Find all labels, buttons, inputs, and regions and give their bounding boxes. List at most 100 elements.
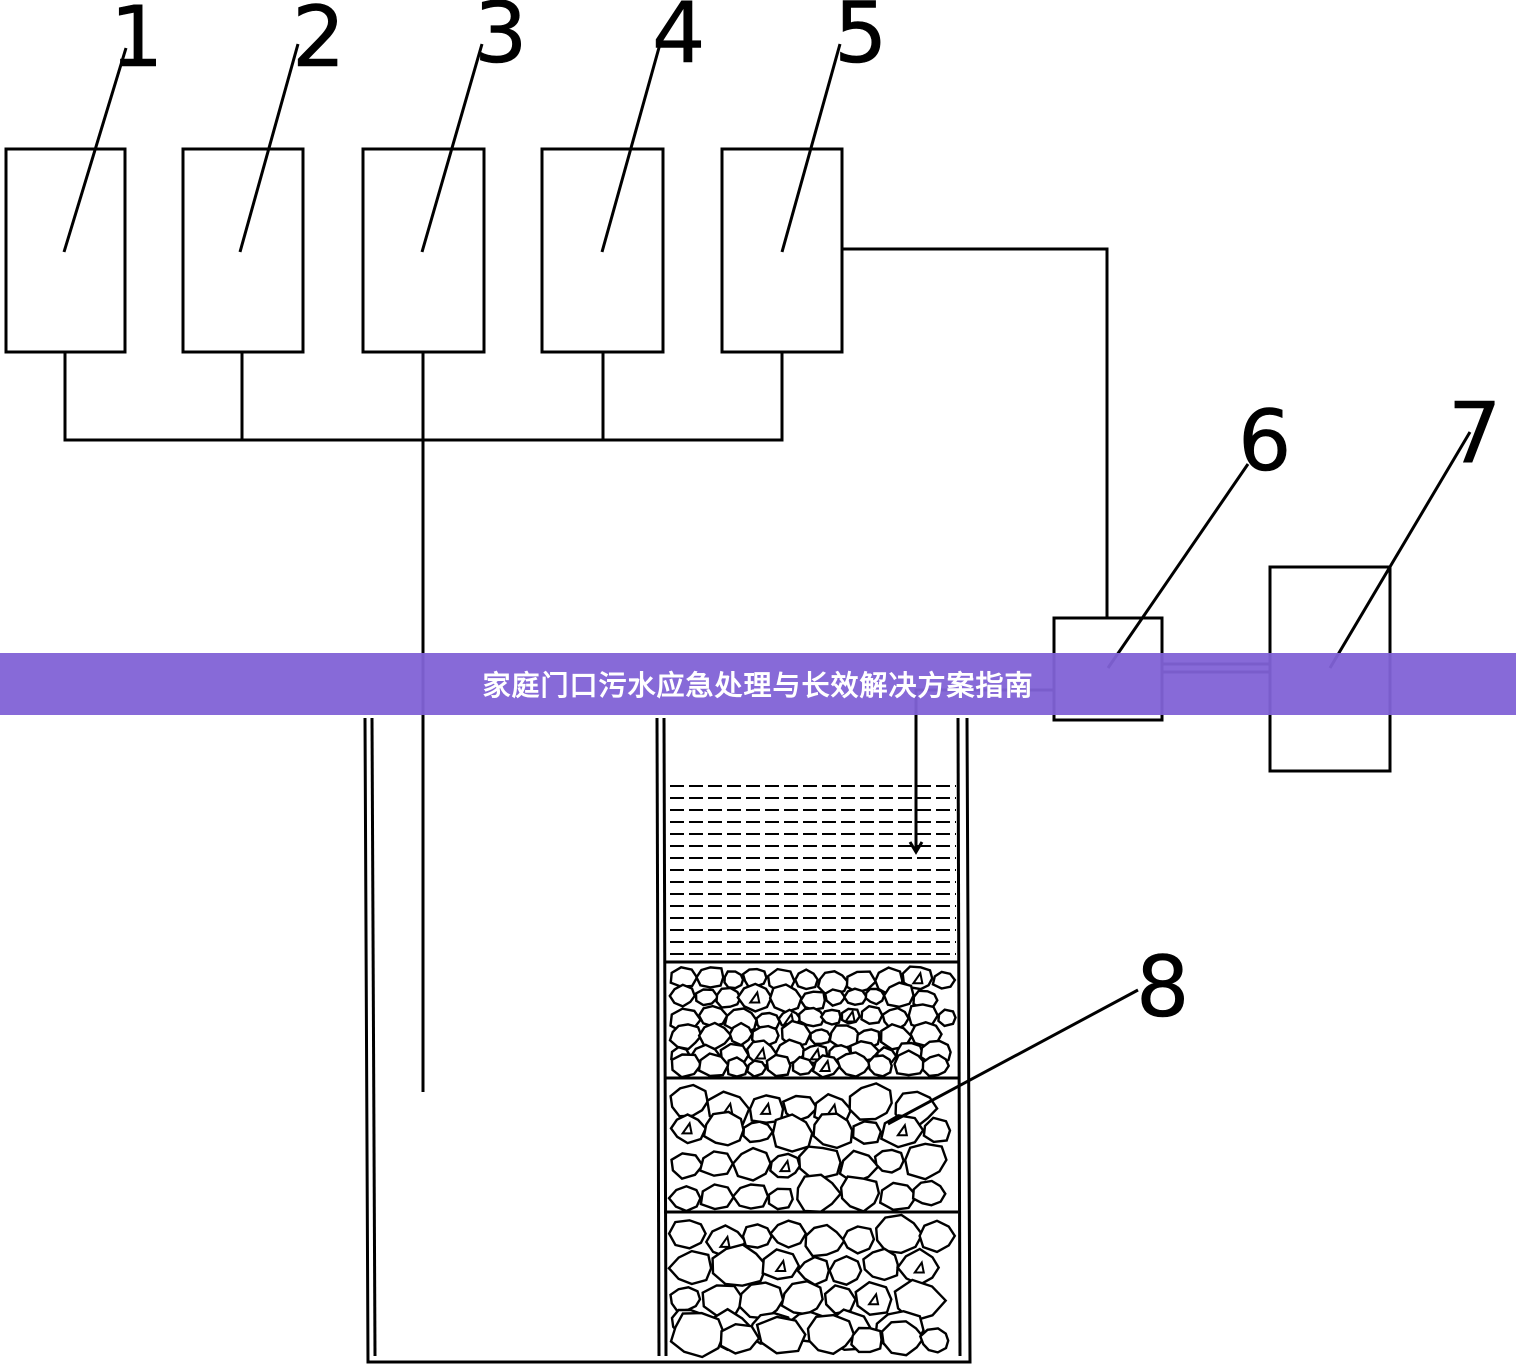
leader-7: [1328, 431, 1472, 669]
gravel-stone: [845, 970, 878, 994]
gravel-stone: [874, 1213, 924, 1255]
gravel-stone: [850, 1326, 883, 1354]
gravel-chip: [818, 1058, 831, 1073]
gravel-stone: [809, 1028, 832, 1046]
gravel-stone: [893, 1278, 948, 1323]
filter-column-left-inner: [662, 717, 668, 1357]
leader-2: [238, 43, 300, 253]
gravel-stone: [669, 966, 699, 988]
outer-tank-wall: [363, 717, 972, 1364]
leader-1: [62, 47, 128, 253]
gravel-stone: [667, 1219, 707, 1250]
gravel-stone: [796, 1173, 843, 1213]
gravel-stone: [911, 1179, 947, 1207]
gravel-stone: [702, 1110, 745, 1147]
gravel-stone: [799, 990, 827, 1012]
gravel-stone: [921, 1053, 951, 1078]
label-6: 6: [1238, 392, 1291, 490]
gravel-stone: [873, 1148, 905, 1174]
gravel-stone: [796, 1255, 831, 1287]
label-5: 5: [834, 0, 887, 82]
filter-column-left-wall: [655, 717, 661, 1357]
gravel-chip: [748, 990, 761, 1004]
gravel-stone: [893, 1049, 928, 1077]
gravel-stone: [806, 1313, 856, 1356]
gravel-stone: [741, 967, 768, 989]
gravel-stone: [867, 1054, 893, 1078]
gravel-stone: [922, 1116, 952, 1144]
gravel-chip: [774, 1258, 787, 1273]
gravel-stone: [711, 1243, 769, 1287]
gravel-stone: [864, 987, 886, 1006]
gravel-stone: [842, 987, 869, 1007]
gravel-stone: [669, 1311, 726, 1359]
gravel-stone: [768, 983, 803, 1014]
gravel-stone: [698, 1150, 735, 1177]
gravel-stone: [697, 1052, 730, 1078]
gravel-stone: [848, 1082, 893, 1121]
gravel-stone: [791, 1055, 816, 1076]
gravel-stone: [819, 1008, 842, 1026]
gravel-chip: [759, 1101, 772, 1115]
gravel-stone: [860, 1004, 884, 1025]
banner-title: 家庭门口污水应急处理与长效解决方案指南: [482, 669, 1034, 702]
gravel-stone: [862, 1247, 900, 1282]
gravel-stone: [878, 1181, 919, 1212]
gravel-stone: [793, 968, 820, 991]
gravel-chip: [912, 1260, 925, 1274]
gravel-stone: [668, 1023, 703, 1051]
water-layer: [670, 785, 956, 955]
gravel-stone: [670, 1053, 703, 1079]
gravel-filter-layer: [667, 965, 957, 1359]
gravel-stone: [780, 1280, 824, 1316]
gravel-stone: [823, 1284, 857, 1315]
gravel-stone: [882, 981, 915, 1009]
label-8: 8: [1136, 938, 1189, 1036]
gravel-stone: [851, 1120, 883, 1145]
gravel-stone: [670, 1152, 705, 1180]
label-4: 4: [652, 0, 705, 82]
gravel-stone: [804, 1223, 846, 1258]
gravel-stone: [669, 1083, 709, 1118]
gravel-stone: [768, 1219, 808, 1249]
gravel-stone: [937, 1008, 957, 1028]
title-banner: 家庭门口污水应急处理与长效解决方案指南: [0, 653, 1516, 715]
gravel-stone: [694, 988, 720, 1007]
leader-6: [1106, 463, 1250, 669]
gravel-stone: [719, 1322, 761, 1355]
gravel-stone: [767, 1187, 794, 1211]
label-1: 1: [110, 0, 163, 86]
gravel-stone: [669, 1113, 708, 1145]
gravel-stone: [715, 986, 742, 1009]
unit-2-box: [181, 147, 305, 354]
gravel-stone: [669, 1286, 702, 1313]
leader-8: [887, 988, 1139, 1126]
gravel-stone: [726, 1056, 749, 1078]
gravel-stone: [918, 1219, 957, 1254]
gravel-stone: [812, 1112, 854, 1150]
gravel-stone: [828, 1254, 863, 1286]
gravel-chip: [867, 1291, 880, 1306]
gravel-stone: [699, 1183, 735, 1211]
gravel-stone: [731, 1146, 772, 1182]
gravel-stone: [797, 1145, 842, 1179]
leader-4: [600, 43, 662, 253]
leader-3: [420, 43, 484, 253]
gravel-stone: [667, 1249, 713, 1286]
gravel-stone: [755, 1315, 807, 1355]
label-7: 7: [1448, 384, 1501, 482]
gravel-stone: [723, 970, 745, 990]
gravel-chip: [911, 970, 924, 985]
gravel-stone: [742, 1120, 775, 1144]
gravel-chip: [778, 1158, 791, 1173]
leader-5: [780, 43, 842, 253]
gravel-stone: [838, 1149, 880, 1185]
gravel-stone: [667, 1185, 702, 1213]
gravel-stone: [731, 1183, 770, 1210]
unit-5-to-6-line: [842, 247, 1109, 618]
gravel-stone: [797, 1006, 826, 1028]
gravel-chip: [718, 1234, 731, 1248]
outer-tank-inner-wall: [370, 717, 377, 1357]
label-3: 3: [474, 0, 527, 82]
gravel-chip: [808, 1046, 822, 1061]
